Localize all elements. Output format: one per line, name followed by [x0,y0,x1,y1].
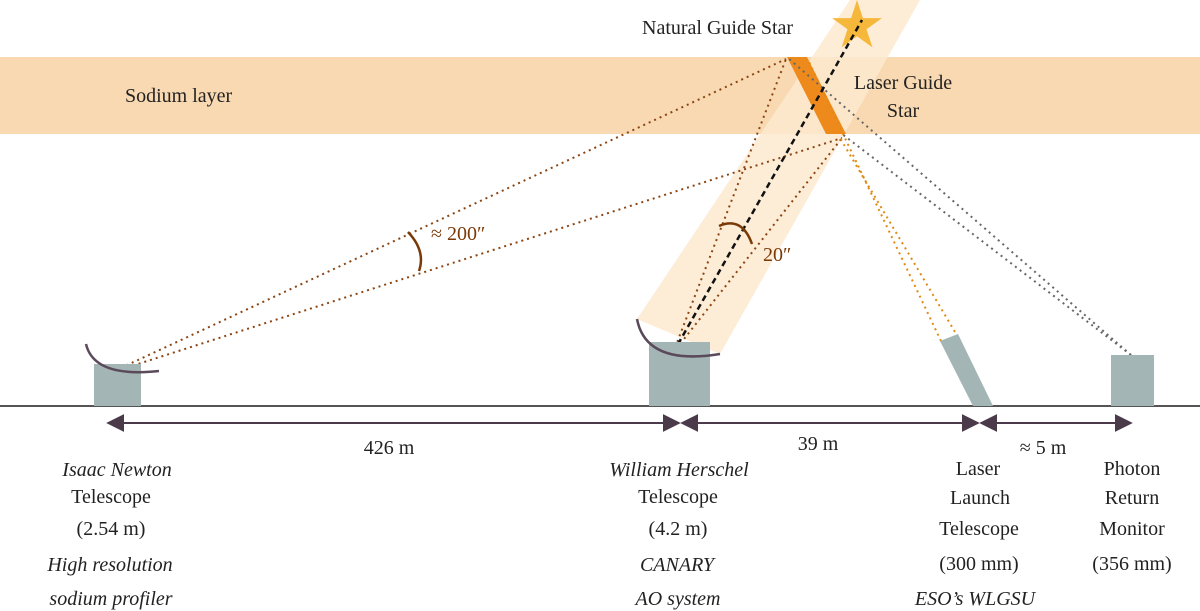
prm-line3: Monitor [1099,518,1165,540]
llt-line2: Launch [950,487,1010,509]
int-type: Telescope [71,486,151,508]
int-size: (2.54 m) [76,518,146,540]
laser-guide-star-spot [787,57,846,134]
llt-role: ESO’s WLGSU [914,588,1036,610]
wht-name: William Herschel [609,459,749,481]
int-role-line2: sodium profiler [49,588,173,610]
llt-line3: Telescope [939,518,1019,540]
distance-label-wht-llt: 39 m [797,433,839,455]
telescope-beam [637,0,920,354]
wht-sight-lines [672,58,843,354]
distance-label-llt-prm: ≈ 5 m [1019,437,1067,459]
laser-guide-star-label-line2: Star [886,100,920,122]
laser-launch-beams [808,61,959,342]
angle-arc-large [407,231,423,272]
sodium-layer-band [0,57,1200,134]
photon-return-monitor-body [1111,355,1154,406]
angle-label-large: ≈ 200″ [431,223,486,245]
int-mirror-icon [84,343,160,374]
wht-role-line1: CANARY [639,554,715,576]
wht-mirror-icon [635,318,721,358]
natural-guide-star-label: Natural Guide Star [642,17,794,39]
int-sight-lines [109,58,843,374]
llt-line1: Laser [955,458,1001,480]
llt-size: (300 mm) [939,553,1019,575]
wht-size: (4.2 m) [648,518,708,540]
prm-line1: Photon [1103,458,1161,480]
angle-arc-small [718,222,754,245]
laser-guide-star-label-line1: Laser Guide [853,72,953,94]
natural-guide-star-icon [832,0,882,48]
distance-label-int-wht: 426 m [363,437,415,459]
wht-role-line2: AO system [635,588,721,610]
int-role-line1: High resolution [47,554,173,576]
natural-guide-star-axis [671,19,864,354]
prm-line2: Return [1104,487,1160,509]
angle-label-small: 20″ [763,244,792,266]
laser-launch-telescope-body [940,334,993,406]
sodium-layer-label: Sodium layer [125,85,233,107]
prm-size: (356 mm) [1092,553,1172,575]
photon-return-lines [787,57,1132,356]
int-name: Isaac Newton [62,459,172,481]
wht-type: Telescope [638,486,718,508]
wht-telescope-base [649,342,710,406]
